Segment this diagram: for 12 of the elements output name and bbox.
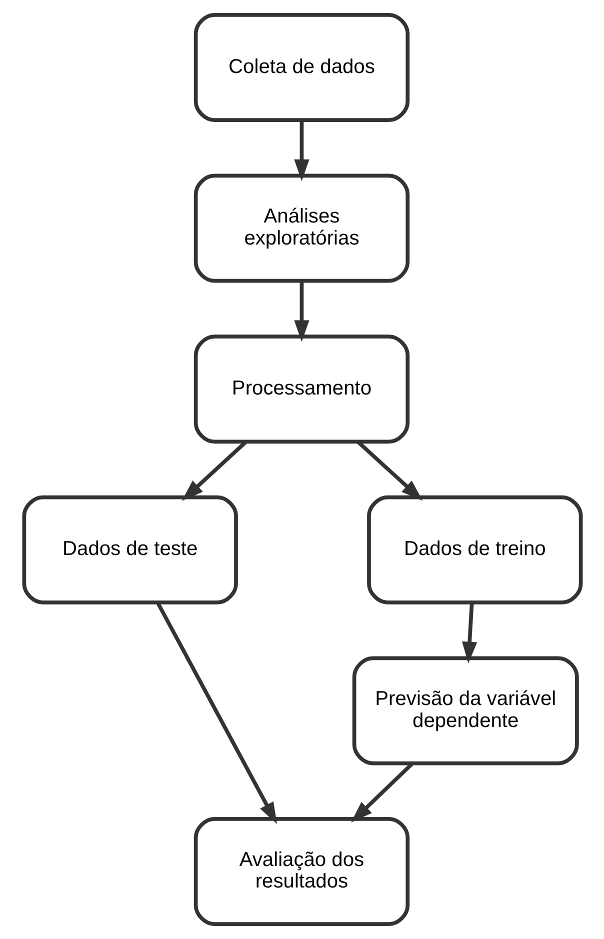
node-box: Dados de treino	[366, 495, 582, 604]
arrow	[350, 762, 414, 823]
arrow	[294, 281, 309, 342]
arrow	[155, 602, 276, 824]
node-box: Análises exploratórias	[193, 174, 410, 283]
node-box: Coleta de dados	[193, 12, 410, 122]
node-box: Avaliação dos resultados	[193, 817, 410, 926]
node-box: Previsão da variável dependente	[352, 656, 578, 766]
arrow	[294, 120, 309, 182]
node-box: Processamento	[193, 334, 410, 444]
node-box: Dados de teste	[22, 495, 238, 604]
arrow	[462, 602, 477, 664]
